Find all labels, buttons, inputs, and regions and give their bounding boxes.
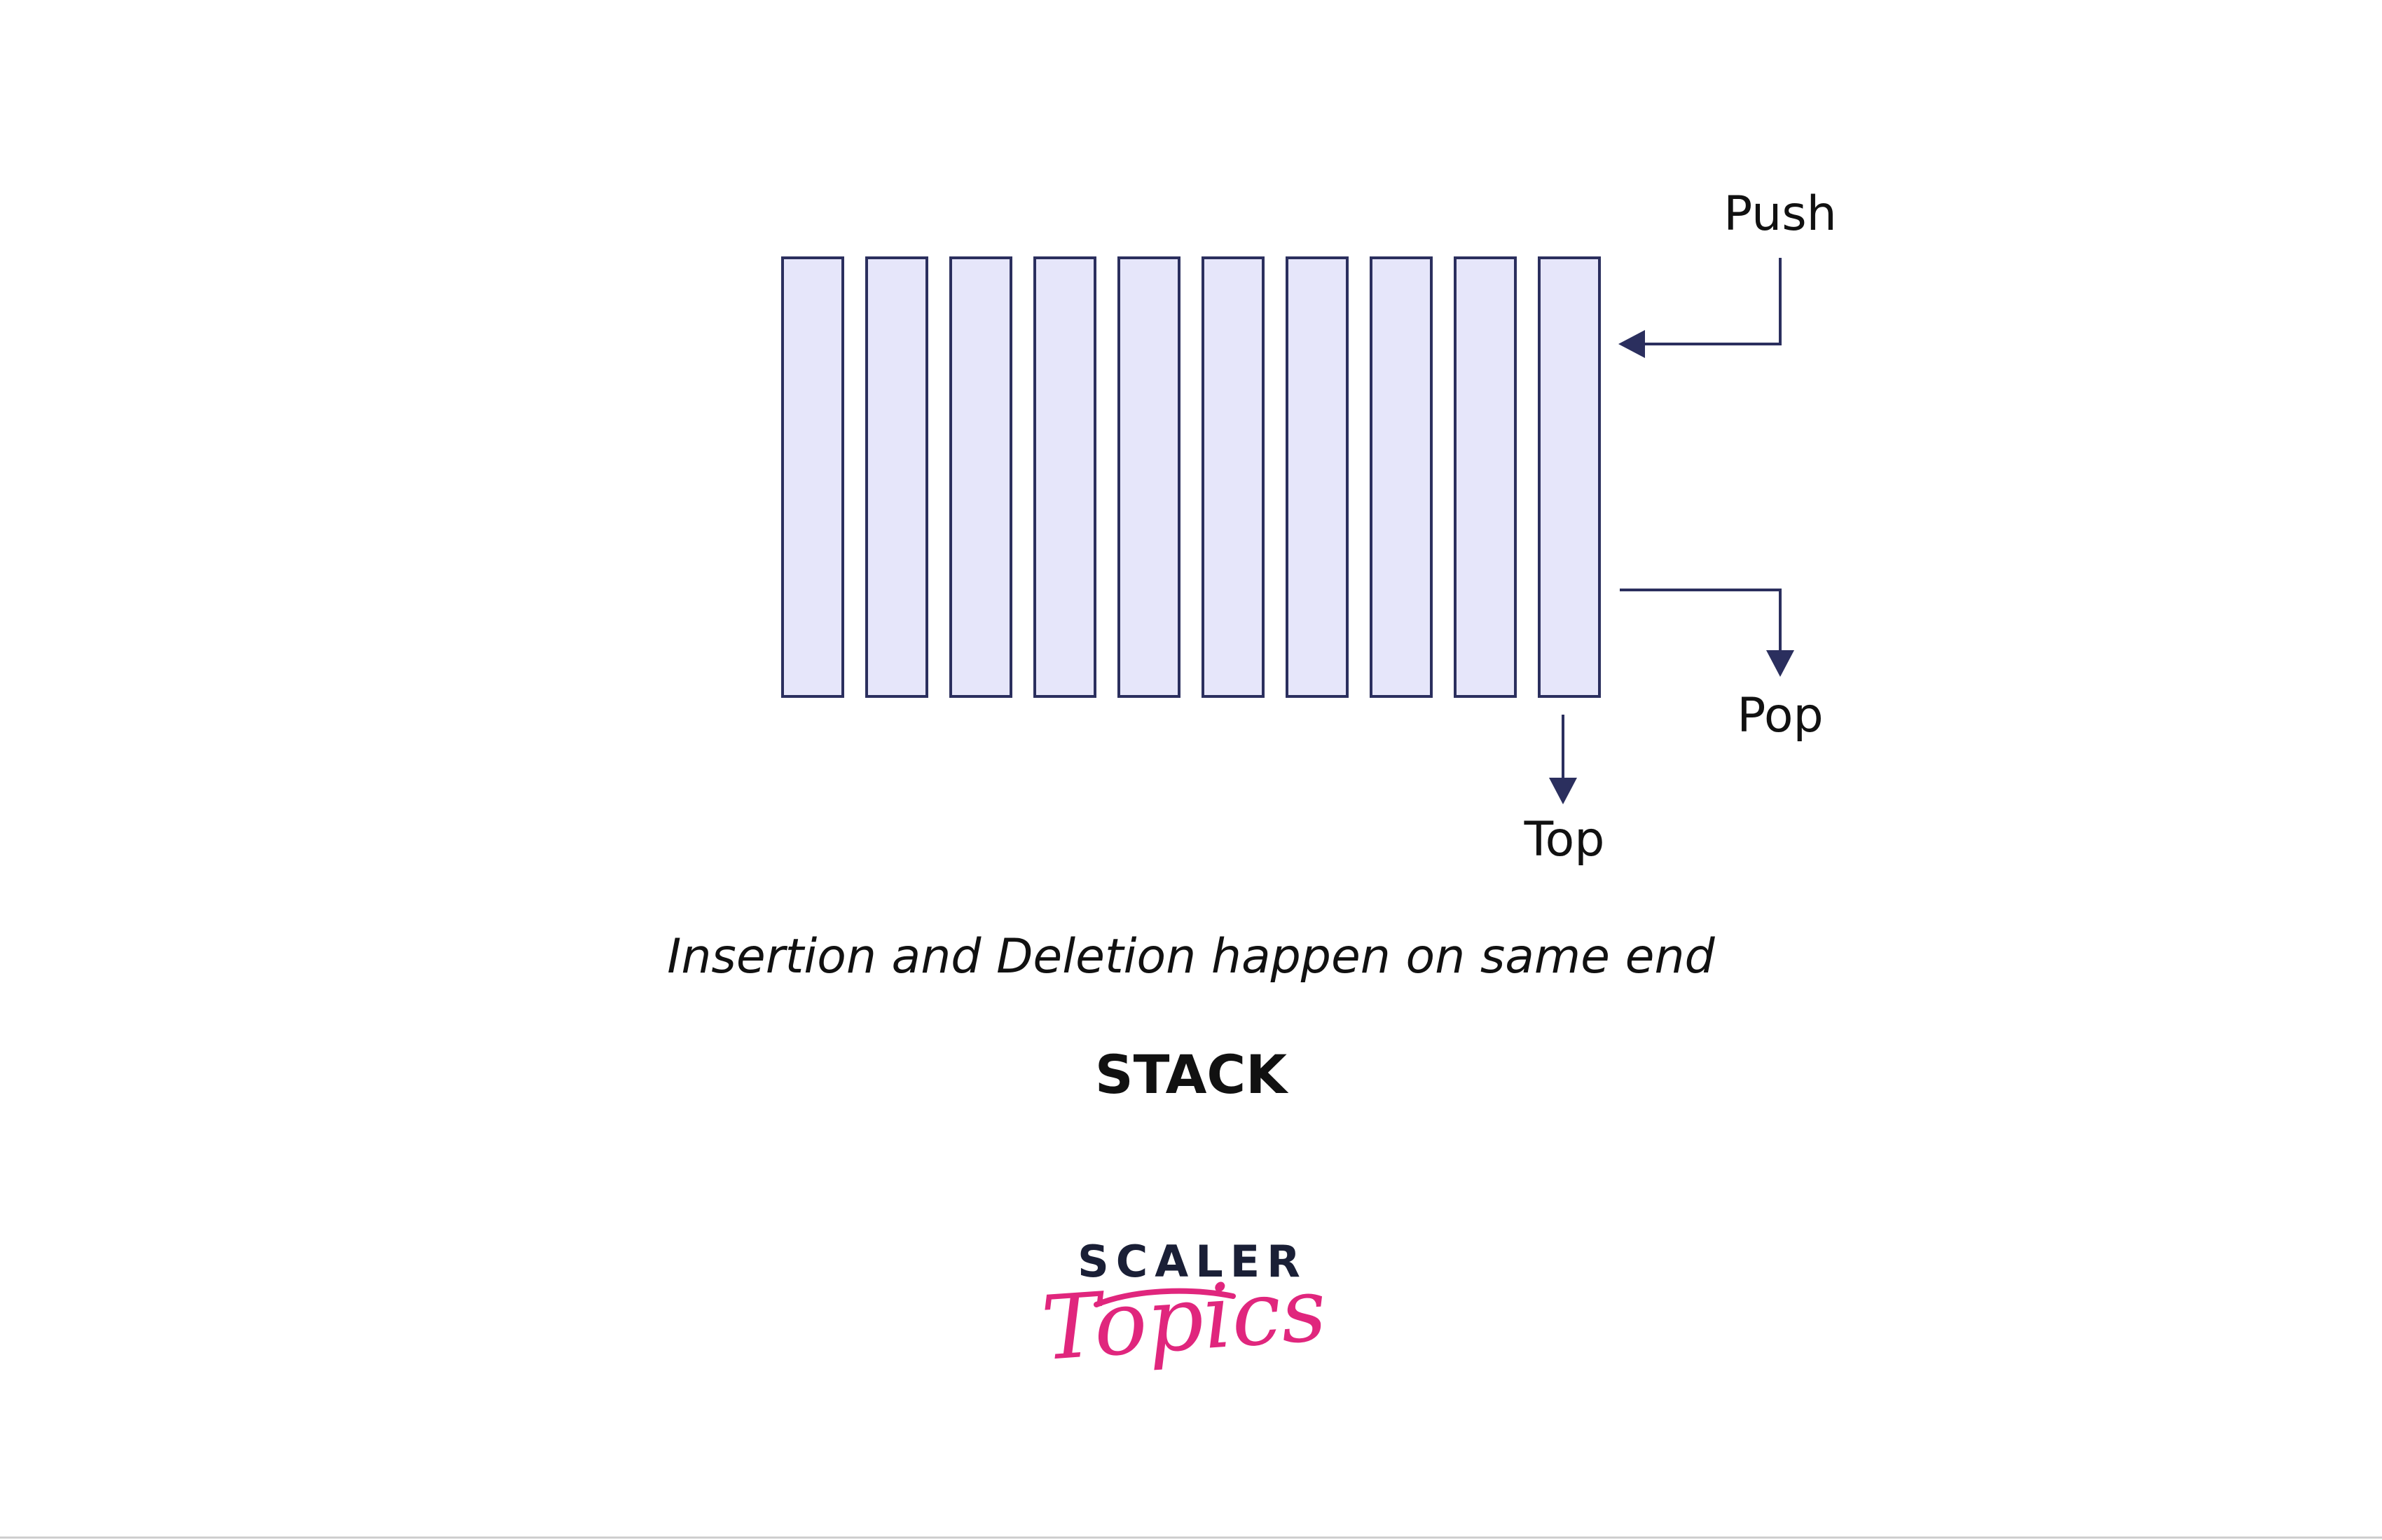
push-label: Push bbox=[1723, 186, 1837, 242]
footer-divider bbox=[0, 1536, 2382, 1539]
push-arrow-line bbox=[1645, 258, 1782, 345]
diagram-title: STACK bbox=[1094, 1043, 1288, 1106]
stack-cell-2 bbox=[865, 256, 928, 698]
logo-script: Topics bbox=[1038, 1258, 1330, 1380]
top-label: Top bbox=[1524, 812, 1605, 867]
pop-arrow-line bbox=[1620, 589, 1782, 650]
top-arrow-head bbox=[1549, 778, 1577, 804]
diagram-caption: Insertion and Deletion happen on same en… bbox=[667, 929, 1715, 984]
logo-wordmark: SCALER bbox=[1078, 1236, 1307, 1287]
stack-cell-9 bbox=[1454, 256, 1517, 698]
stack-cell-1 bbox=[781, 256, 844, 698]
stack-cell-6 bbox=[1202, 256, 1265, 698]
stack-cell-8 bbox=[1370, 256, 1433, 698]
stack-cell-4 bbox=[1033, 256, 1096, 698]
stack-cells bbox=[781, 256, 1601, 698]
stack-cell-3 bbox=[949, 256, 1012, 698]
pop-arrow-head bbox=[1766, 650, 1794, 677]
stack-cell-5 bbox=[1117, 256, 1180, 698]
push-arrow-head bbox=[1618, 330, 1645, 358]
pop-label: Pop bbox=[1737, 688, 1824, 743]
stack-cell-10 bbox=[1538, 256, 1601, 698]
logo-swash bbox=[1094, 1288, 1236, 1307]
stack-cell-7 bbox=[1286, 256, 1349, 698]
